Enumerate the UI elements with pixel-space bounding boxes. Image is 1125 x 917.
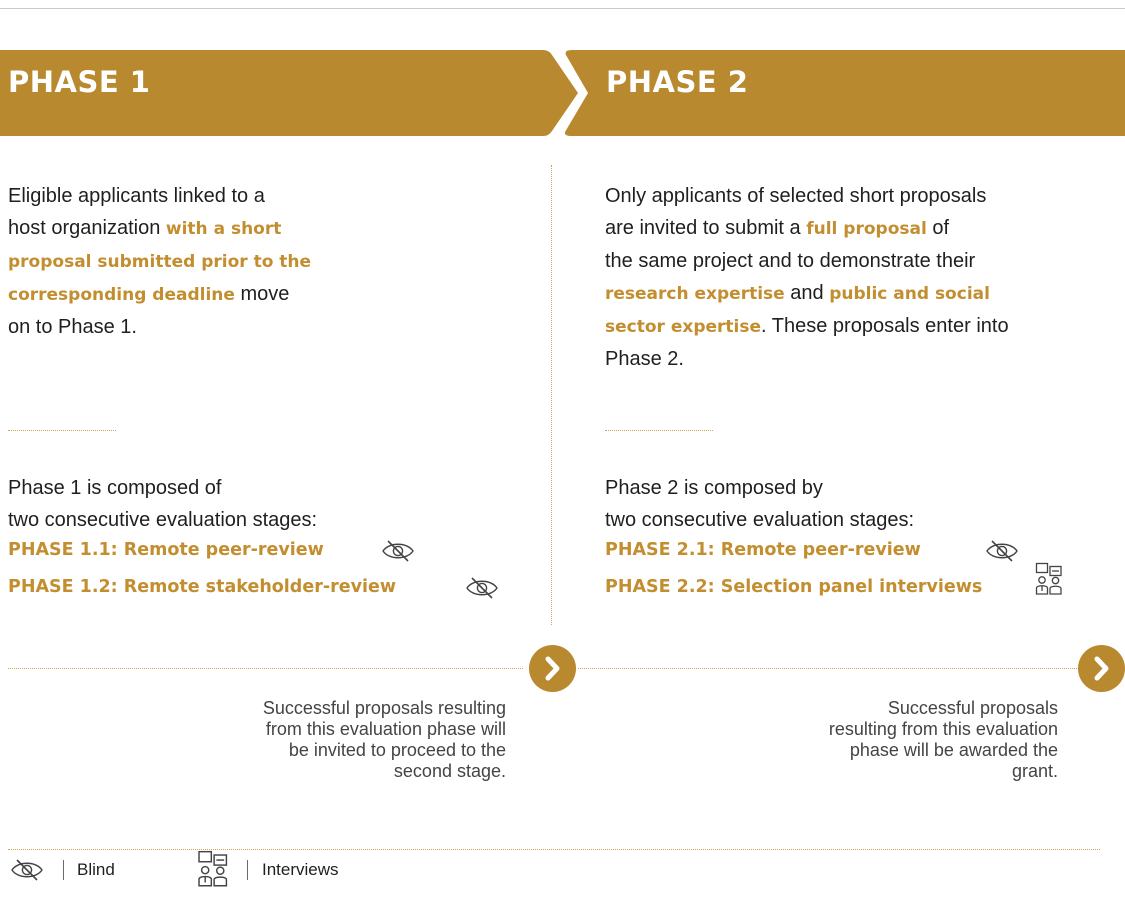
blind-icon [465,576,499,600]
legend-divider [8,849,1100,850]
interviews-icon [196,850,230,888]
phase2-intro: Only applicants of selected short propos… [605,185,1009,370]
legend-separator [247,860,248,880]
blind-icon [381,539,415,563]
phase2-short-divider [605,430,713,431]
next-phase-button[interactable] [529,645,576,692]
phase1-banner: PHASE 1 [0,50,580,136]
phase1-outcome-note: Successful proposals resulting from this… [262,698,506,781]
phase1-composition: Phase 1 is composed of two consecutive e… [8,477,318,531]
next-step-button[interactable] [1078,645,1125,692]
legend-blind-label: Blind [77,860,115,879]
blind-icon [985,539,1019,563]
phase1-short-divider [8,430,116,431]
legend-interviews-label: Interviews [262,860,339,879]
phase2-banner-shape [564,50,1125,136]
phase1-intro: Eligible applicants linked to a host org… [8,185,312,338]
blind-icon [10,858,44,882]
phase2-title: PHASE 2 [606,65,749,99]
phase2-stage-2: PHASE 2.2: Selection panel interviews [605,577,983,597]
column-divider [551,165,552,625]
interviews-icon [1034,562,1064,596]
phase1-banner-shape [0,50,578,136]
phase2-outcome-divider [578,668,1093,669]
phase1-stage-2: PHASE 1.2: Remote stakeholder-review [8,577,397,597]
phase2-stage-1: PHASE 2.1: Remote peer-review [605,540,921,560]
phase1-stage-1: PHASE 1.1: Remote peer-review [8,540,324,560]
phase1-outcome-divider [8,668,523,669]
chevron-right-icon [1094,656,1109,681]
top-divider [0,8,1125,9]
phase2-composition: Phase 2 is composed by two consecutive e… [605,477,915,531]
legend-separator [63,860,64,880]
chevron-right-icon [545,656,560,681]
phase2-banner: PHASE 2 [562,50,1125,136]
phase2-outcome-note: Successful proposals resulting from this… [828,698,1058,781]
phase1-title: PHASE 1 [8,65,151,99]
